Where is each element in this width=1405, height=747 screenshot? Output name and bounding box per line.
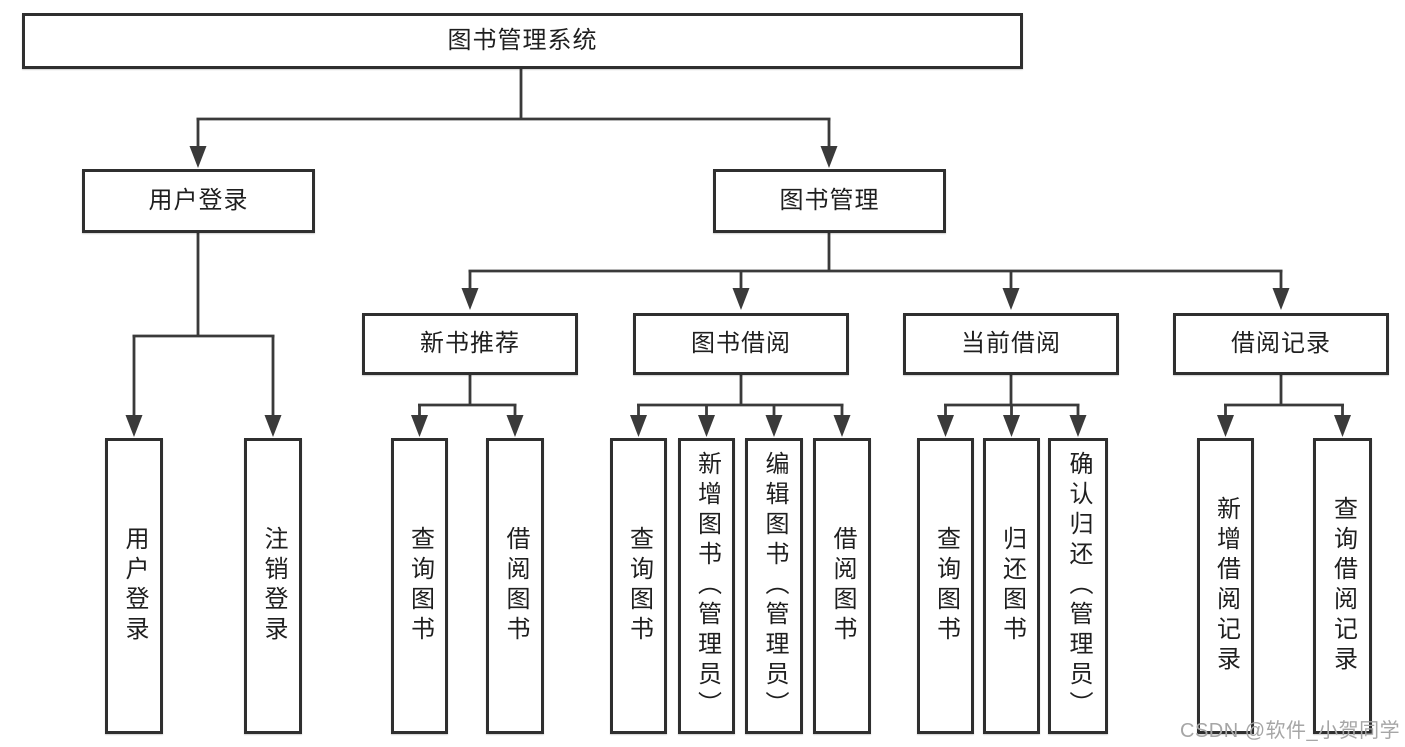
watermark: CSDN @软件_小贺同学 [1180,720,1401,742]
leaf-current-confirm-return-admin: 确认归还（管理员） [1048,438,1108,734]
leaf-borrow-edit-books-admin: 编辑图书（管理员） [745,438,803,734]
leaf-current-query-books: 查询图书 [917,438,974,734]
leaf-newrec-query-books: 查询图书 [391,438,448,734]
node-user-login: 用户登录 [82,169,315,233]
node-new-book-recommend: 新书推荐 [362,313,578,375]
node-book-management: 图书管理 [713,169,946,233]
leaf-records-add-record: 新增借阅记录 [1197,438,1254,734]
leaf-current-return-books: 归还图书 [983,438,1040,734]
node-current-borrow: 当前借阅 [903,313,1119,375]
leaf-records-query-record: 查询借阅记录 [1313,438,1372,734]
node-borrow-records: 借阅记录 [1173,313,1389,375]
leaf-logout: 注销登录 [244,438,302,734]
node-book-borrow: 图书借阅 [633,313,849,375]
leaf-newrec-borrow-books: 借阅图书 [486,438,544,734]
leaf-borrow-query-books: 查询图书 [610,438,667,734]
leaf-borrow-borrow-books: 借阅图书 [813,438,871,734]
node-library-system: 图书管理系统 [22,13,1023,69]
leaf-borrow-add-books-admin: 新增图书（管理员） [678,438,735,734]
leaf-user-login: 用户登录 [105,438,163,734]
